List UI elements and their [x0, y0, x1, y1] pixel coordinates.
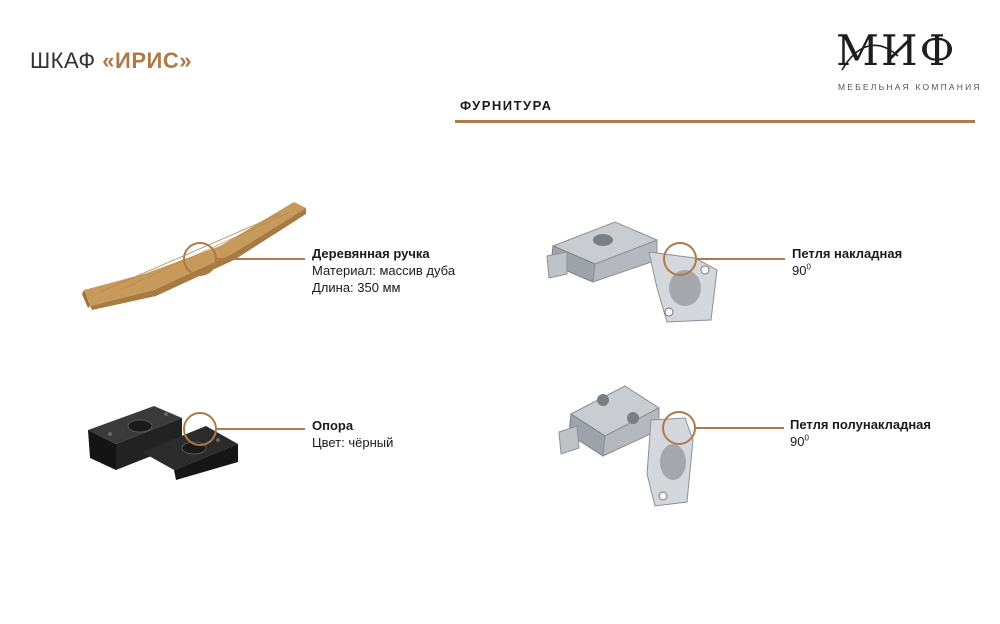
callout-line-half-overlay-hinge [696, 427, 784, 429]
half-overlay-hinge-image [558, 385, 694, 507]
support-description: Опора Цвет: чёрный [312, 417, 393, 451]
item-angle: 900 [792, 262, 811, 278]
item-name: Петля полунакладная [790, 417, 931, 432]
overlay-hinge-description: Петля накладная 900 [792, 245, 902, 279]
callout-ring-support [183, 412, 217, 446]
logo-mark: МИФ [836, 26, 957, 75]
logo-subtitle: МЕБЕЛЬНАЯ КОМПАНИЯ [838, 82, 982, 92]
page-title: ШКАФ «ИРИС» [30, 48, 192, 74]
callout-line-support [217, 428, 305, 430]
item-name: Опора [312, 418, 354, 433]
support-image [88, 406, 238, 480]
handle-description: Деревянная ручка Материал: массив дуба Д… [312, 245, 455, 296]
item-color: Цвет: чёрный [312, 435, 394, 450]
callout-ring-handle [183, 242, 217, 276]
callout-ring-overlay-hinge [663, 242, 697, 276]
title-accent: «ИРИС» [102, 48, 192, 73]
item-length: Длина: 350 мм [312, 280, 401, 295]
callout-ring-half-overlay-hinge [662, 411, 696, 445]
half-overlay-hinge-description: Петля полунакладная 900 [790, 416, 931, 450]
overlay-hinge-image [546, 221, 718, 323]
item-angle: 900 [790, 433, 809, 449]
company-logo: МИФ МЕБЕЛЬНАЯ КОМПАНИЯ [836, 26, 981, 96]
item-material: Материал: массив дуба [312, 263, 456, 278]
callout-line-overlay-hinge [697, 258, 785, 260]
item-name: Петля накладная [792, 246, 903, 261]
section-divider [455, 120, 975, 123]
logo-swash-icon [841, 44, 899, 71]
title-prefix: ШКАФ [30, 48, 96, 73]
section-title: ФУРНИТУРА [460, 98, 553, 113]
item-name: Деревянная ручка [312, 246, 430, 261]
callout-line-handle [217, 258, 305, 260]
